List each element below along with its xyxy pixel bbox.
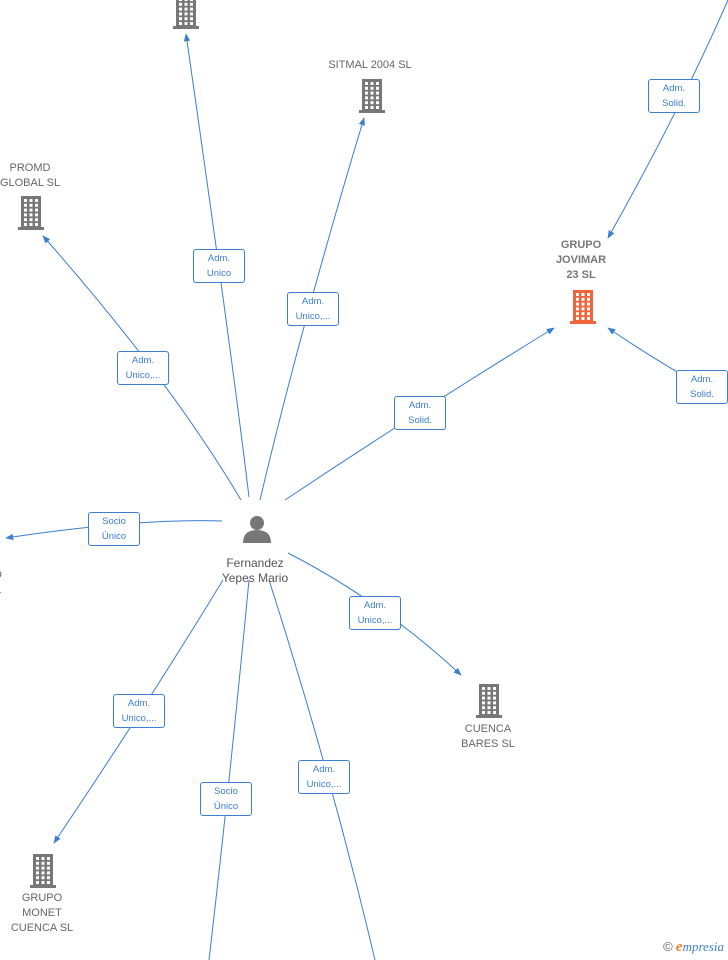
relation-label-r-jovimar-top[interactable]: Adm.Solid. bbox=[648, 79, 700, 113]
relation-label-r-promd[interactable]: Adm.Unico,... bbox=[117, 351, 169, 385]
building-icon-promd[interactable] bbox=[18, 196, 44, 230]
edge-r-bottom-left bbox=[208, 579, 250, 960]
brand-name: mpresia bbox=[682, 939, 724, 954]
building-icon-grupo-monet[interactable] bbox=[30, 854, 56, 888]
building-icon-grupo-jovimar[interactable] bbox=[570, 290, 596, 324]
empresia-watermark: © empresia bbox=[663, 939, 724, 956]
node-icons bbox=[18, 0, 596, 888]
company-label-left-company[interactable]: DL bbox=[0, 568, 8, 598]
edge-r-jovimar-top bbox=[607, 0, 728, 239]
edge-r-top bbox=[183, 33, 250, 498]
edges bbox=[5, 0, 728, 960]
building-icon-top-company[interactable] bbox=[173, 0, 199, 29]
relation-label-r-monet[interactable]: Adm.Unico,... bbox=[113, 694, 165, 728]
relation-label-r-cuenca[interactable]: Adm.Unico,... bbox=[349, 596, 401, 630]
relation-label-r-jovimar-right[interactable]: Adm.Solid. bbox=[676, 370, 728, 404]
relation-label-r-top[interactable]: Adm.Unico bbox=[193, 249, 245, 283]
company-label-sitmal[interactable]: SITMAL 2004 SL bbox=[328, 59, 412, 71]
building-icon-cuenca-bares[interactable] bbox=[476, 684, 502, 718]
copyright-symbol: © bbox=[663, 939, 673, 954]
person-icon-fernandez[interactable] bbox=[243, 516, 271, 543]
relation-label-r-sitmal[interactable]: Adm.Unico,... bbox=[287, 292, 339, 326]
relation-label-r-bottom-right[interactable]: Adm.Unico,... bbox=[298, 760, 350, 794]
brand-initial: e bbox=[675, 939, 683, 955]
relation-label-r-jovimar[interactable]: Adm.Solid. bbox=[394, 396, 446, 430]
building-icon-sitmal[interactable] bbox=[359, 79, 385, 113]
